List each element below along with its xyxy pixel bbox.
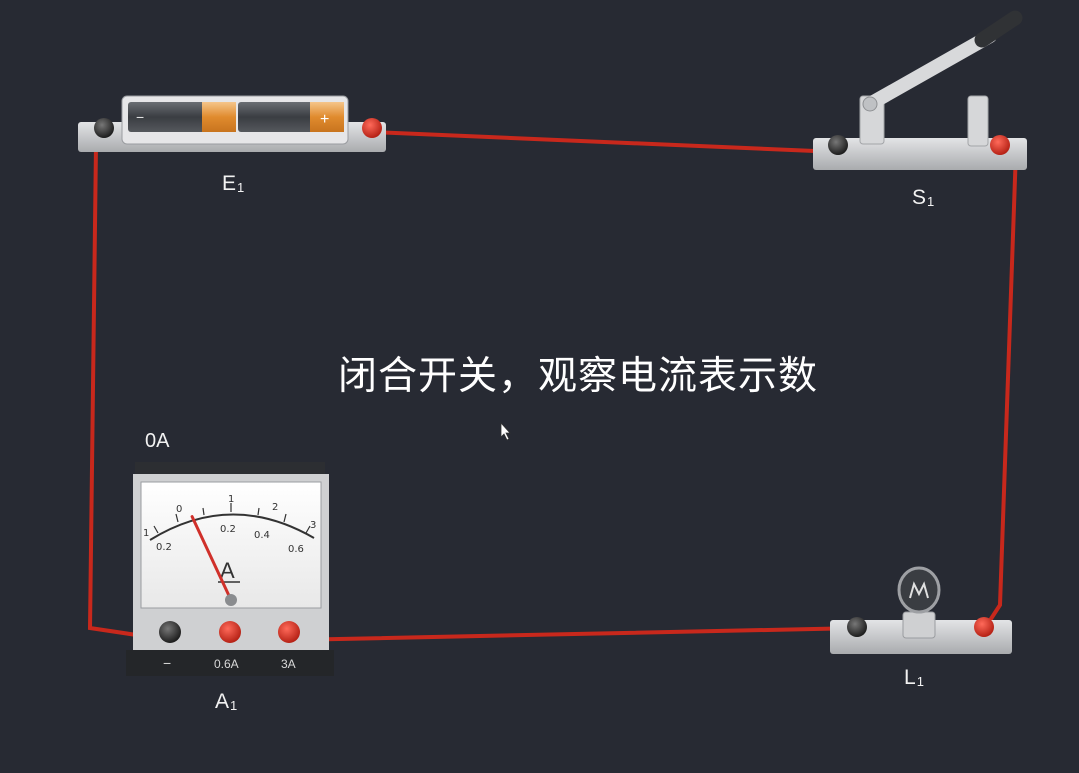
- ammeter-terminal-label-0.6a: 0.6A: [214, 657, 239, 671]
- ammeter-scale-lower-2: 0.2: [220, 524, 236, 535]
- lamp-right-terminal[interactable]: [974, 617, 994, 637]
- ammeter-scale-label-1: 1: [228, 494, 234, 505]
- lamp-socket: [902, 611, 936, 639]
- battery-cell-2-band: [310, 102, 344, 132]
- ammeter-unit-symbol: A: [220, 558, 235, 583]
- switch-pivot: [862, 96, 878, 112]
- ammeter-terminal-label-3a: 3A: [281, 657, 296, 671]
- ammeter-scale-arc: [149, 513, 315, 541]
- ammeter-top-rim: [135, 462, 325, 474]
- battery-positive-terminal[interactable]: [362, 118, 382, 138]
- switch-right-terminal[interactable]: [990, 135, 1010, 155]
- ammeter-scale-label-3: 3: [310, 520, 316, 531]
- ammeter-scale-lower-1: 0.2: [156, 542, 172, 553]
- lamp-bulb: [897, 566, 941, 614]
- switch-label: S1: [912, 186, 936, 209]
- ammeter-needle-pivot: [225, 594, 237, 606]
- mouse-cursor-icon: [500, 421, 511, 441]
- switch-s1[interactable]: [813, 10, 1027, 170]
- lamp-label: L1: [904, 666, 925, 689]
- battery-minus-sign: −: [136, 109, 144, 125]
- battery-negative-terminal[interactable]: [94, 118, 114, 138]
- switch-contact-post: [967, 95, 989, 147]
- wire-lamp-ammeter: [288, 626, 862, 642]
- battery-label: E1: [222, 172, 246, 195]
- ammeter-scale-label-neg1: 1: [143, 528, 149, 539]
- switch-left-terminal[interactable]: [828, 135, 848, 155]
- lamp-filament: [909, 581, 929, 599]
- lamp-left-terminal[interactable]: [847, 617, 867, 637]
- ammeter-terminal-label-neg: −: [163, 655, 171, 671]
- ammeter-scale-label-0: 0: [176, 504, 182, 515]
- ammeter-scale-lower-4: 0.6: [288, 544, 304, 555]
- ammeter-needle: [190, 515, 233, 602]
- ammeter-label: A1: [215, 690, 239, 713]
- ammeter-scale-lower-3: 0.4: [254, 530, 270, 541]
- instruction-text: 闭合开关，观察电流表示数: [338, 354, 819, 399]
- ammeter-negative-terminal[interactable]: [159, 621, 181, 643]
- ammeter-scale-label-2: 2: [272, 502, 278, 513]
- wire-switch-lamp: [983, 148, 1018, 630]
- ammeter-a1[interactable]: 1 0 1 2 3 0.2 0.2 0.4 0.6 A − 0.6A 3A: [126, 462, 334, 676]
- ammeter-scale-ticks: [153, 503, 311, 534]
- battery-plus-sign: +: [320, 111, 329, 128]
- lamp-l1[interactable]: [830, 566, 1012, 654]
- ammeter-reading: 0A: [145, 430, 170, 452]
- battery-cell-1-band: [202, 102, 236, 132]
- ammeter-0.6a-terminal[interactable]: [219, 621, 241, 643]
- switch-blade: [863, 29, 997, 111]
- ammeter-3a-terminal[interactable]: [278, 621, 300, 643]
- switch-handle[interactable]: [974, 10, 1023, 48]
- battery-e1[interactable]: − +: [78, 95, 386, 152]
- ammeter-terminal-strip: [126, 650, 334, 676]
